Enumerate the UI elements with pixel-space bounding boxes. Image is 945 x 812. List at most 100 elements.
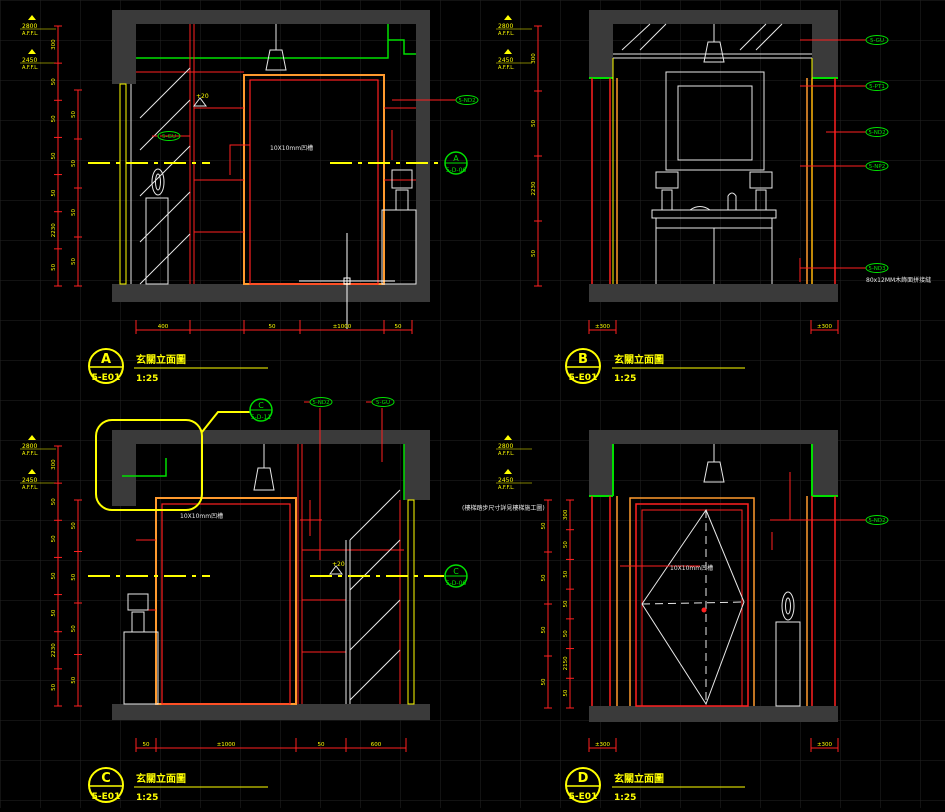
console-lamp-icon xyxy=(381,169,417,285)
level-triangle-icon xyxy=(504,435,512,440)
dim-label: 50 xyxy=(563,689,569,696)
callout-leader xyxy=(201,411,250,433)
dim-label: 50 xyxy=(71,676,77,683)
level-sub: A.F.F.L. xyxy=(498,31,515,37)
elevation-c[interactable] xyxy=(88,408,444,720)
tag-label: 5-ND2 xyxy=(868,518,885,524)
dim-label: 50 xyxy=(71,573,77,580)
title-letter: C xyxy=(101,771,111,786)
title-scale: 1:25 xyxy=(136,793,158,803)
mirror-frame-outer xyxy=(665,71,765,171)
dim-label: 50 xyxy=(71,111,77,118)
dim-label: 50 xyxy=(541,678,547,685)
door-frame-inner xyxy=(161,503,291,705)
side-columns xyxy=(591,496,836,706)
soffit-outline xyxy=(122,444,405,500)
left-wall xyxy=(589,430,613,496)
dim-label: 400 xyxy=(158,324,169,330)
tag-bubble xyxy=(865,263,889,273)
level-sub: A.F.F.L. xyxy=(22,485,39,491)
dim-label: ±300 xyxy=(817,742,833,748)
tag-label: 5-ND2 xyxy=(868,130,885,136)
elevation-a[interactable] xyxy=(88,10,450,329)
title-letter: B xyxy=(578,352,588,367)
title-block-d[interactable]: D 5-E01 玄關立面圖 1:25 xyxy=(565,767,745,803)
crosshair-cursor xyxy=(299,233,395,329)
dim-label: 50 xyxy=(143,742,150,748)
tag-bubble xyxy=(865,127,889,137)
dim-label: 50 xyxy=(71,625,77,632)
title-scale: 1:25 xyxy=(614,374,636,384)
dim-label: 50 xyxy=(71,522,77,529)
level-value: 2800 xyxy=(498,443,513,450)
detail-bubble-ref: 5-D-11 xyxy=(251,414,272,421)
red-leaders xyxy=(620,472,866,567)
wall-caps xyxy=(589,444,838,497)
floor-slab xyxy=(112,704,430,720)
dim-label: 50 xyxy=(51,189,57,196)
level-value: 2450 xyxy=(498,57,513,64)
red-leaders xyxy=(160,99,450,175)
glass-panel-yellow xyxy=(407,499,415,705)
spot-height-a: +20 xyxy=(193,93,209,107)
dim-label: 50 xyxy=(541,626,547,633)
level-triangle-icon xyxy=(504,469,512,474)
glass-panel-yellow xyxy=(119,83,127,285)
ceiling-glass xyxy=(613,23,812,59)
dim-label: ±300 xyxy=(817,324,833,330)
dim-label: ±300 xyxy=(595,742,611,748)
left-wall xyxy=(112,10,136,84)
pendant-lamp-icon xyxy=(703,24,725,63)
tag-bubble xyxy=(865,161,889,171)
floor-slab xyxy=(112,284,430,302)
right-wall xyxy=(416,10,430,302)
tag-label: 5-GU xyxy=(162,134,176,140)
ceiling-slab xyxy=(589,10,838,24)
section-bubble-c[interactable]: C 5-D-06 xyxy=(444,564,468,588)
level-triangle-icon xyxy=(504,49,512,54)
tag-label: 5-GU xyxy=(376,400,390,406)
dim-label: 50 xyxy=(395,324,402,330)
dim-label: 50 xyxy=(531,120,537,127)
elevation-d[interactable] xyxy=(589,430,866,722)
section-bubble-ref: 5-D-06 xyxy=(446,167,467,174)
elevation-b[interactable] xyxy=(589,10,866,302)
inner-note-a: 10X10mm凹槽 xyxy=(270,144,313,152)
level-sub: A.F.F.L. xyxy=(498,485,515,491)
dim-label: 50 xyxy=(541,522,547,529)
tag-bubble xyxy=(865,35,889,45)
section-bubble-a[interactable]: A 5-D-06 xyxy=(444,151,468,175)
vertical-dimensions: 3005050505022305050505050300502230503005… xyxy=(51,25,574,709)
door-handle-icon xyxy=(701,607,707,613)
dim-label: 50 xyxy=(51,572,57,579)
level-triangle-icon xyxy=(28,49,36,54)
tag-bubble xyxy=(371,397,395,407)
title-block-b[interactable]: B 5-E01 玄關立面圖 1:25 xyxy=(565,348,745,384)
title-ref: 5-E01 xyxy=(569,373,598,383)
title-scale: 1:25 xyxy=(614,793,636,803)
glass-partition xyxy=(345,489,401,704)
level-value: 2450 xyxy=(22,57,37,64)
title-ref: 5-E01 xyxy=(92,792,121,802)
detail-bubble-c[interactable]: C 5-D-11 xyxy=(249,398,273,422)
inner-note-c: 10X10mm凹槽 xyxy=(180,512,223,520)
right-wall xyxy=(404,430,430,500)
dim-label: 300 xyxy=(51,39,57,50)
title-ref: 5-E01 xyxy=(569,792,598,802)
pendant-lamp-icon xyxy=(265,24,287,71)
dim-label: 50 xyxy=(563,541,569,548)
section-bubble-letter: A xyxy=(453,154,459,163)
title-block-a[interactable]: A 5-E01 玄關立面圖 1:25 xyxy=(88,348,268,384)
title-name: 玄關立面圖 xyxy=(136,353,186,366)
level-sub: A.F.F.L. xyxy=(22,65,39,71)
dim-label: ±1000 xyxy=(217,742,236,748)
floor-slab xyxy=(589,284,838,302)
detail-callout-cloud[interactable] xyxy=(95,419,203,511)
red-leaders xyxy=(799,39,866,282)
tag-label: 5-ND3 xyxy=(868,266,886,272)
dim-label: 50 xyxy=(563,630,569,637)
title-block-c[interactable]: C 5-E01 玄關立面圖 1:25 xyxy=(88,767,268,803)
